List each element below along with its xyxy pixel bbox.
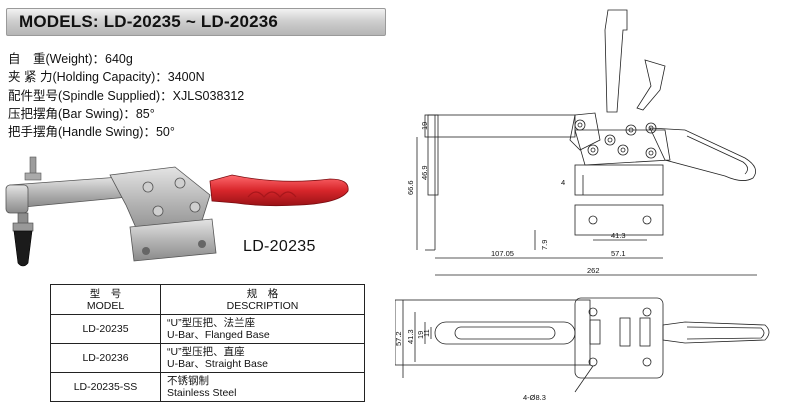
spec-label-en: (Bar Swing) [58, 106, 124, 121]
header-model-zh: 型 号 [89, 287, 122, 300]
row-model: LD-20236 [50, 343, 161, 373]
spec-weight: 自 重(Weight)：640g [8, 50, 244, 68]
spec-label-en: (Handle Swing) [58, 125, 144, 140]
spec-value: ：XJLS038312 [160, 88, 245, 103]
spec-handle-swing: 把手摆角(Handle Swing)：50° [8, 123, 244, 141]
row-desc-zh: “U”型压把、法兰座 [167, 317, 256, 329]
table-row: LD-20235-SS 不锈钢制 Stainless Steel [50, 372, 365, 402]
row-description: 不锈钢制 Stainless Steel [160, 372, 365, 402]
dim-41-3-vertical: 41.3 [406, 329, 415, 344]
dim-107-05: 107.05 [491, 249, 514, 258]
dim-57-2: 57.2 [395, 331, 403, 346]
dim-holes: 4-Ø8.3 [523, 393, 546, 402]
spec-label-zh: 把手摆角 [8, 125, 59, 140]
row-model: LD-20235 [50, 314, 161, 344]
spec-holding-capacity: 夹 紧 力(Holding Capacity)：3400N [8, 68, 244, 86]
spec-value: ：3400N [155, 70, 205, 85]
header-description: 规 格 DESCRIPTION [160, 284, 365, 315]
table-row: LD-20236 “U”型压把、直座 U-Bar、Straight Base [50, 343, 365, 373]
spec-value: ：85° [123, 106, 155, 121]
dim-46-9: 46.9 [420, 165, 429, 180]
model-table: 型 号 MODEL 规 格 DESCRIPTION LD-20235 “U”型压… [50, 284, 365, 402]
dim-57-1: 57.1 [611, 249, 626, 258]
row-desc-en: U-Bar、Flanged Base [167, 329, 270, 341]
dim-7-9: 7.9 [540, 240, 549, 250]
spec-value: ：640g [92, 52, 133, 66]
clamp-photo [5, 156, 349, 267]
table-header-row: 型 号 MODEL 规 格 DESCRIPTION [50, 284, 365, 315]
photo-model-label: LD-20235 [243, 238, 316, 255]
table-row: LD-20235 “U”型压把、法兰座 U-Bar、Flanged Base [50, 314, 365, 344]
row-desc-en: U-Bar、Straight Base [167, 358, 268, 370]
technical-drawing: 19 46.9 66.6 4 7.9 41.3 107.05 57.1 262 … [395, 9, 770, 402]
spec-value: ：50° [143, 125, 175, 140]
row-description: “U”型压把、法兰座 U-Bar、Flanged Base [160, 314, 365, 344]
spec-label-zh: 自 重 [8, 52, 46, 66]
row-desc-zh: “U”型压把、直座 [167, 346, 245, 358]
spec-label-en: (Spindle Supplied) [58, 88, 161, 103]
row-desc-en: Stainless Steel [167, 387, 237, 399]
header-desc-en: DESCRIPTION [226, 299, 299, 312]
header-model: 型 号 MODEL [50, 284, 161, 315]
spec-label-zh: 配件型号 [8, 88, 59, 103]
spec-label-zh: 压把摆角 [8, 106, 59, 121]
spec-list: 自 重(Weight)：640g 夹 紧 力(Holding Capacity)… [8, 50, 244, 141]
models-banner: MODELS: LD-20235 ~ LD-20236 [6, 8, 386, 36]
dim-41-3: 41.3 [611, 231, 626, 240]
spec-bar-swing: 压把摆角(Bar Swing)：85° [8, 105, 244, 123]
header-model-en: MODEL [86, 299, 125, 312]
spec-label-zh: 夹 紧 力 [8, 70, 53, 85]
row-desc-zh: 不锈钢制 [167, 375, 209, 387]
row-description: “U”型压把、直座 U-Bar、Straight Base [160, 343, 365, 373]
header-desc-zh: 规 格 [246, 287, 279, 300]
dim-19-vertical: 19 [416, 331, 425, 339]
dim-11: 11 [422, 329, 431, 337]
spec-label-en: (Holding Capacity) [52, 70, 156, 85]
dim-4: 4 [561, 178, 565, 187]
dim-19: 19 [420, 122, 429, 130]
dim-262: 262 [587, 266, 600, 275]
spec-label-en: (Weight) [45, 52, 93, 66]
dim-66-6: 66.6 [406, 180, 415, 195]
row-model: LD-20235-SS [50, 372, 161, 402]
spec-spindle: 配件型号(Spindle Supplied)：XJLS038312 [8, 87, 244, 105]
